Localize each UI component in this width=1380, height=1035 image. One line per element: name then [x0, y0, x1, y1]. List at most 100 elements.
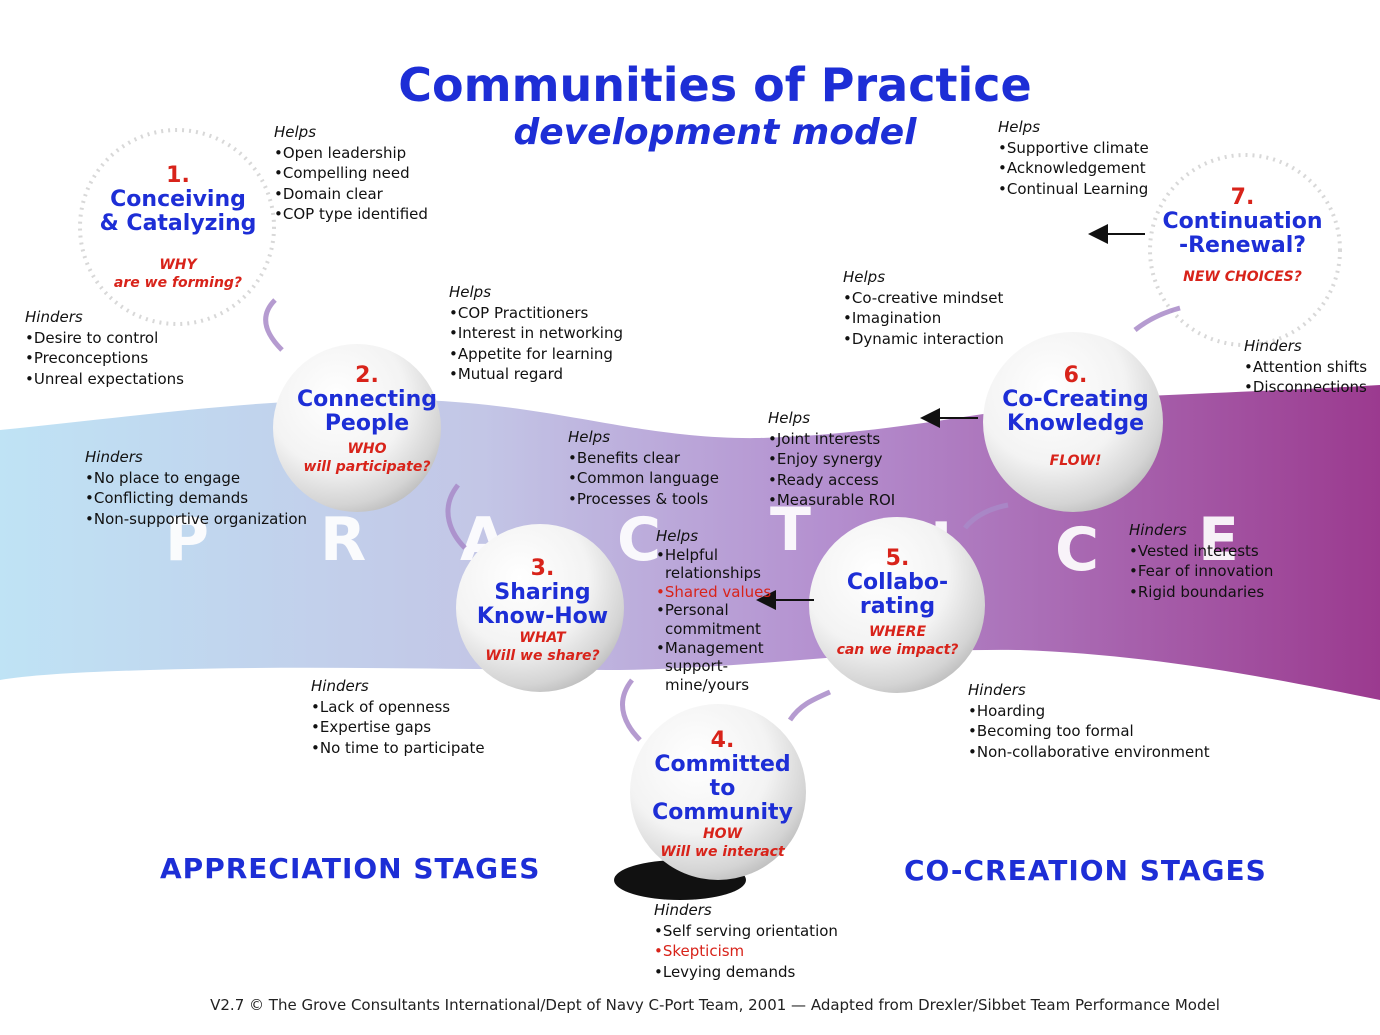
- list-item: •Shared values: [656, 582, 772, 601]
- stage-name: to: [709, 776, 736, 801]
- stage-question: WHAT: [519, 630, 566, 646]
- stage-name: Community: [652, 800, 793, 825]
- list-item: •No place to engage: [85, 468, 241, 487]
- stage-3-helps: Helps •Benefits clear •Common language •…: [568, 427, 719, 509]
- list-item: •Desire to control: [25, 328, 159, 347]
- list-item: •Rigid boundaries: [1129, 582, 1265, 601]
- stage-5-helps: Helps •Joint interests •Enjoy synergy •R…: [768, 408, 895, 511]
- banner-letter: T: [770, 495, 811, 565]
- stage-name: Know-How: [476, 604, 609, 629]
- list-item: •COP type identified: [274, 205, 428, 223]
- list-item: •Self serving orientation: [654, 921, 838, 940]
- stage-question: will participate?: [303, 459, 431, 475]
- page-title: Communities of Practice: [398, 58, 1032, 112]
- cocreation-stages-label: CO-CREATION STAGES: [904, 854, 1267, 887]
- appreciation-stages-label: APPRECIATION STAGES: [160, 852, 541, 885]
- stage-question: can we impact?: [836, 642, 959, 658]
- block-heading: Hinders: [25, 308, 83, 326]
- list-item: •Fear of innovation: [1129, 562, 1274, 580]
- list-item: •Interest in networking: [449, 324, 623, 342]
- stage-7-helps: Helps •Supportive climate •Acknowledgeme…: [998, 117, 1149, 199]
- stage-question: Will we share?: [485, 648, 600, 664]
- list-item: •Attention shifts: [1244, 357, 1368, 376]
- stage-1-hinders: Hinders •Desire to control •Preconceptio…: [25, 307, 184, 389]
- stage-question: Will we interact: [660, 844, 785, 860]
- block-heading: Helps: [568, 428, 611, 446]
- banner-letter: E: [1198, 505, 1239, 575]
- block-heading: Hinders: [1244, 337, 1302, 355]
- list-item: •Enjoy synergy: [768, 450, 883, 468]
- stage-4: 4. Committed to Community HOW Will we in…: [625, 728, 820, 861]
- stage-question: WHERE: [868, 624, 927, 640]
- transition-arrows: [263, 298, 1181, 742]
- list-item: •Appetite for learning: [449, 344, 613, 363]
- list-item: mine/yours: [665, 675, 750, 694]
- stage-question: HOW: [702, 826, 743, 842]
- list-item: •Ready access: [768, 470, 879, 489]
- list-item: •Co-creative mindset: [843, 288, 1004, 307]
- list-item: •COP Practitioners: [449, 303, 589, 322]
- stage-question: WHY: [159, 257, 197, 273]
- stage-6-helps: Helps •Co-creative mindset •Imagination …: [843, 267, 1004, 349]
- stage-name: & Catalyzing: [99, 211, 257, 236]
- stage-3-hinders: Hinders •Lack of openness •Expertise gap…: [311, 676, 485, 758]
- stage-number: 4.: [710, 728, 735, 753]
- list-item: •Benefits clear: [568, 448, 681, 467]
- page-subtitle: development model: [513, 112, 917, 153]
- block-heading: Helps: [768, 409, 811, 427]
- list-item: •Conflicting demands: [85, 489, 249, 507]
- stage-4-sphere: [630, 704, 806, 880]
- list-item: •Measurable ROI: [768, 491, 896, 509]
- block-heading: Helps: [656, 527, 699, 545]
- stage-7-ring: [1148, 153, 1342, 347]
- block-heading: Hinders: [654, 901, 712, 919]
- list-item: commitment: [665, 619, 761, 638]
- list-item: •Hoarding: [968, 701, 1046, 720]
- stage-name: Sharing: [494, 580, 591, 605]
- stage-1-helps: Helps •Open leadership •Compelling need …: [274, 122, 428, 225]
- block-heading: Helps: [998, 118, 1041, 136]
- stage-2-hinders: Hinders •No place to engage •Conflicting…: [85, 447, 307, 529]
- list-item: •Skepticism: [654, 942, 745, 960]
- stage-1: 1. Conceiving & Catalyzing WHY are we fo…: [80, 163, 276, 292]
- stage-6-hinders: Hinders •Vested interests •Fear of innov…: [1129, 520, 1273, 602]
- list-item: •Processes & tools: [568, 489, 709, 508]
- list-item: relationships: [665, 564, 761, 583]
- list-item: •Vested interests: [1129, 541, 1259, 560]
- list-item: •Disconnections: [1244, 378, 1367, 396]
- list-item: •Personal: [656, 601, 729, 620]
- list-item: support-: [665, 657, 729, 676]
- list-item: •Non-collaborative environment: [968, 742, 1210, 761]
- stage-number: 6.: [1063, 363, 1088, 388]
- list-item: •Mutual regard: [449, 365, 564, 383]
- stage-4-helps: Helps •Helpful relationships •Shared val…: [656, 527, 771, 694]
- list-item: •Continual Learning: [998, 179, 1149, 198]
- list-item: •Imagination: [843, 309, 942, 327]
- stage-number: 1.: [166, 163, 190, 188]
- stage-name: People: [324, 411, 410, 436]
- banner-letter: P: [165, 505, 209, 575]
- list-item: •Joint interests: [768, 429, 881, 448]
- stage-7-hinders: Hinders •Attention shifts •Disconnection…: [1244, 336, 1367, 398]
- stage-5-sphere: [809, 517, 985, 693]
- list-item: •Compelling need: [274, 164, 410, 182]
- stage-6-sphere: [983, 332, 1163, 512]
- banner-letter: C: [1055, 515, 1099, 585]
- stage-2-helps: Helps •COP Practitioners •Interest in ne…: [449, 282, 623, 385]
- stage-number: 3.: [530, 556, 555, 581]
- list-item: •Management: [656, 638, 764, 657]
- list-item: •Helpful: [656, 545, 718, 564]
- stage-question: are we forming?: [113, 275, 243, 291]
- stage-2-sphere: [273, 344, 441, 512]
- stage-3: 3. Sharing Know-How WHAT Will we share?: [445, 556, 640, 665]
- stage-5: 5. Collabo- rating WHERE can we impact?: [800, 546, 995, 659]
- list-item: •Non-supportive organization: [85, 509, 308, 528]
- block-heading: Helps: [449, 283, 492, 301]
- banner-letter: C: [617, 505, 661, 575]
- stage-number: 7.: [1230, 185, 1255, 210]
- stage-number: 2.: [355, 363, 379, 388]
- stage-name: Co-Creating: [1002, 387, 1149, 412]
- list-item: •Acknowledgement: [998, 159, 1146, 177]
- stage-name: Continuation: [1162, 209, 1323, 234]
